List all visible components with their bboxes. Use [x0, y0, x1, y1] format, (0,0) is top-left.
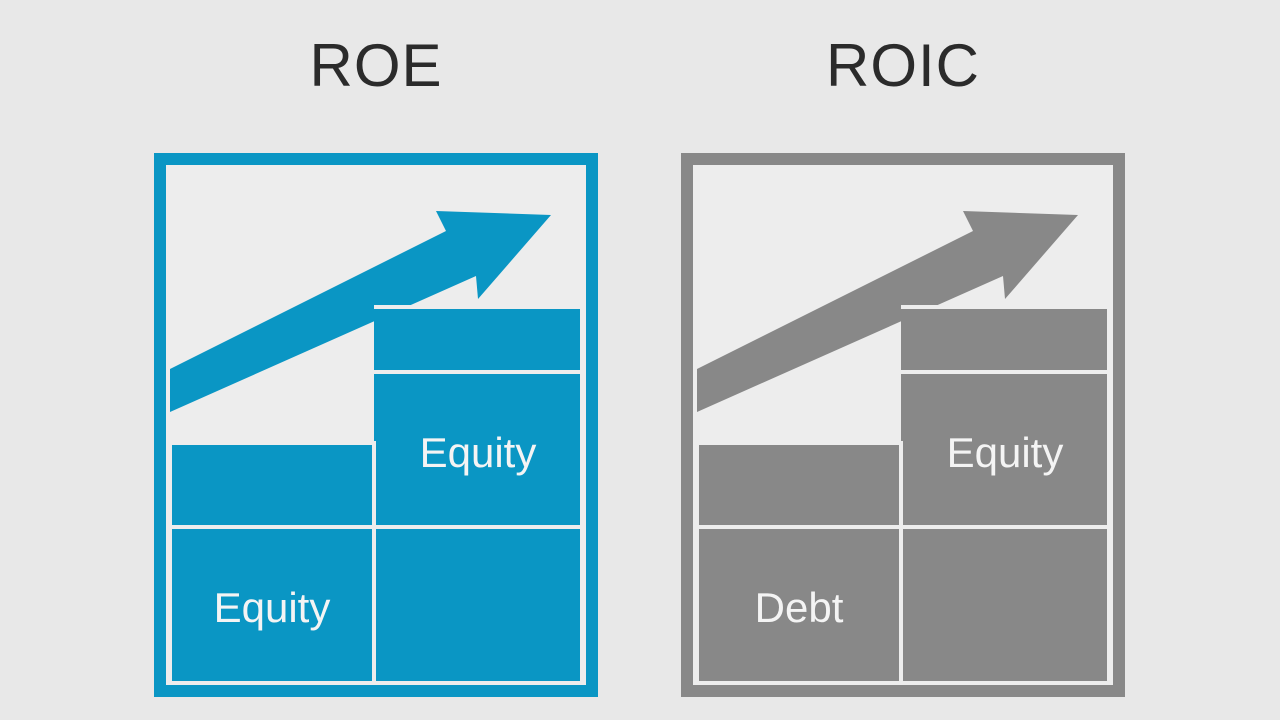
roe-growth-arrow-icon	[170, 211, 551, 412]
roic-block-right-top	[901, 307, 1109, 372]
roic-divider-lines	[695, 305, 1111, 685]
roe-block-right-bottom	[374, 527, 582, 683]
roic-diagram: Equity Debt	[681, 153, 1125, 697]
roic-growth-arrow-icon	[697, 211, 1078, 412]
roic-block-left-top	[697, 443, 901, 527]
roe-block-right-top	[374, 307, 582, 372]
roic-block-right-bottom	[901, 527, 1109, 683]
roe-block-left-top	[170, 443, 374, 527]
roe-divider-lines	[168, 305, 584, 685]
roe-label-bottom-left: Equity	[214, 584, 331, 631]
roic-block-right-middle	[901, 372, 1109, 527]
roic-title: ROIC	[826, 32, 980, 99]
roe-diagram: Equity Equity	[154, 153, 598, 697]
roic-block-left-bottom	[697, 527, 901, 683]
roic-label-top-right: Equity	[947, 429, 1064, 476]
roic-label-bottom-left: Debt	[755, 584, 844, 631]
roe-label-top-right: Equity	[420, 429, 537, 476]
roe-title: ROE	[309, 32, 443, 99]
roe-block-right-middle	[374, 372, 582, 527]
roe-block-left-bottom	[170, 527, 374, 683]
